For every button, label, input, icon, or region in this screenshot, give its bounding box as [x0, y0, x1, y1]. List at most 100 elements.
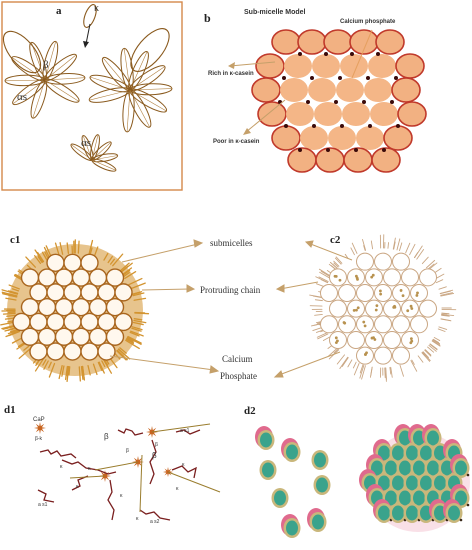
c2-cap-dot: [393, 304, 396, 308]
protruding-chain: [130, 282, 146, 290]
core: [399, 430, 411, 446]
aggregated-nanocluster: [417, 443, 435, 463]
protruding-chain-label: Protruding chain: [200, 285, 261, 295]
aggregated-nanocluster: [424, 458, 442, 478]
c1-submicelle: [114, 283, 133, 302]
aggregated-nanocluster: [403, 503, 421, 523]
protruding-chain: [54, 242, 60, 256]
c2-chain: [350, 247, 355, 256]
c2-submicelle: [365, 268, 383, 287]
kappa-lobe: [2, 30, 42, 74]
c2-chain: [426, 259, 436, 269]
panel-d2: d2: [244, 405, 470, 538]
core: [312, 514, 324, 530]
single-nanocluster: [313, 475, 331, 495]
c2-micelle: [309, 234, 457, 382]
c2-chain: [370, 240, 374, 250]
c1-submicelle: [88, 327, 108, 346]
c2-cap-dot: [355, 308, 358, 312]
aggregated-nanocluster: [396, 488, 414, 508]
core: [286, 520, 298, 536]
c2-cap-dot: [336, 339, 339, 343]
c2-chain: [347, 359, 353, 368]
d1-label: κ: [120, 493, 123, 499]
c1-submicelle: [20, 327, 40, 346]
protruding-chain: [97, 361, 103, 372]
core: [406, 505, 418, 521]
d1-label: a s1: [180, 428, 190, 434]
core: [455, 490, 467, 506]
c2-cap-dot: [410, 307, 414, 310]
protruding-chain: [125, 338, 135, 344]
protruding-chain-arrows: [141, 281, 319, 293]
protruding-chain: [43, 360, 49, 370]
submicelle: [314, 102, 342, 126]
beta-label: β: [43, 59, 49, 71]
core: [434, 445, 446, 461]
c2-submicelle: [320, 315, 338, 334]
c2-chain: [320, 270, 332, 278]
protruding-chain: [41, 251, 48, 261]
submicelle: [328, 126, 356, 150]
protruding-chain: [80, 366, 84, 380]
submicelle: [315, 147, 345, 173]
c2-chain: [396, 238, 401, 251]
d1-label: β: [104, 432, 109, 441]
c2-chain: [429, 343, 438, 350]
submicelle: [308, 78, 336, 102]
submicelle: [342, 102, 370, 126]
c1-submicelle: [29, 283, 48, 302]
panel-c2-letter: c2: [330, 234, 341, 246]
c2-submicelle: [365, 299, 383, 318]
protruding-chain: [133, 318, 143, 321]
c2-chain: [441, 313, 455, 317]
protruding-chain: [103, 252, 109, 261]
aggregated-nanocluster: [389, 473, 407, 493]
calcium-phosphate-dot: [354, 148, 358, 152]
c2-chain: [351, 242, 358, 254]
c2-chain: [339, 356, 349, 370]
core: [420, 445, 432, 461]
c2-chain: [429, 343, 438, 351]
c1-submicelle: [80, 283, 99, 302]
c2-chain: [319, 271, 331, 279]
protruding-chain: [107, 255, 113, 264]
protruding-chain: [134, 312, 150, 315]
c2-submicelle: [419, 299, 437, 318]
calcium-phosphate-dot: [376, 52, 380, 56]
beta-chain: [149, 439, 157, 485]
single-nanocluster: [311, 450, 329, 470]
aggregated-nanocluster: [450, 454, 470, 478]
protruding-chain: [42, 359, 47, 366]
protruding-chain: [81, 365, 85, 379]
c2-chain: [363, 245, 366, 251]
c2-submicelle: [419, 268, 437, 287]
submicelle: [271, 125, 301, 151]
c1-submicelle: [20, 297, 40, 317]
submicelle: [364, 78, 392, 102]
c2-submicelle: [374, 346, 392, 365]
c2-cap-dot: [399, 289, 403, 292]
calcium-phosphate-dot: [298, 52, 302, 56]
c2-chain: [405, 242, 411, 254]
c2-chain: [329, 261, 338, 269]
aggregated-nanocluster: [431, 473, 449, 493]
c1-submicelle: [63, 312, 82, 332]
kappa-arrow: [85, 23, 91, 45]
protruding-chain: [34, 255, 42, 265]
submicelle: [271, 29, 301, 55]
c2-chain: [341, 357, 349, 367]
c2-chain: [334, 257, 342, 265]
alpha-s1-chain: [39, 449, 77, 459]
d1-label: κ: [182, 462, 185, 468]
protruding-chain: [34, 357, 45, 372]
c1-submicelle: [97, 283, 116, 302]
d1-label: β: [126, 448, 129, 454]
protruding-chain: [6, 314, 16, 317]
c2-cap-dot: [379, 292, 383, 296]
c2-chain: [369, 366, 373, 378]
protruding-chain: [119, 262, 133, 274]
c2-chain: [399, 242, 403, 252]
c2-chain: [359, 364, 364, 374]
